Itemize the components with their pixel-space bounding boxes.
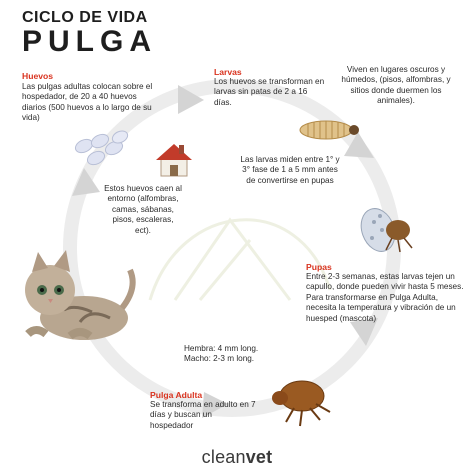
stage-title-adulta: Pulga Adulta xyxy=(150,390,203,400)
stage-title-larvas: Larvas xyxy=(214,67,242,77)
eggs-icon xyxy=(74,130,129,166)
brand-logo: cleanvet xyxy=(0,447,474,468)
note-larvas-size: Las larvas miden entre 1° y 3° fase de 1… xyxy=(240,155,340,185)
cycle-arrow-top xyxy=(178,85,204,114)
stage-text-huevos: Las pulgas adultas colocan sobre el hosp… xyxy=(22,82,153,123)
brand-logo-bold: vet xyxy=(245,447,273,467)
title-line-2: PULGA xyxy=(22,25,157,58)
note-adult-sizes: Hembra: 4 mm long. Macho: 2-3 m long. xyxy=(184,344,259,364)
adult-flea-icon xyxy=(272,380,331,427)
cycle-arrow-right xyxy=(350,318,378,346)
house-icon xyxy=(156,144,192,177)
cycle-arrow-top-right xyxy=(344,132,374,158)
cycle-arrow-bottom xyxy=(202,392,228,418)
stage-title-pupas: Pupas xyxy=(306,262,332,272)
cycle-ring xyxy=(63,79,401,417)
stage-text-pupas: Entre 2-3 semanas, estas larvas tejen un… xyxy=(306,272,464,323)
note-eggs-environment: Estos huevos caen al entorno (alfombras,… xyxy=(104,184,182,235)
pupa-cocoon-icon xyxy=(360,208,413,253)
larva-icon xyxy=(299,120,359,140)
note-larvas-habitat: Viven en lugares oscuros y húmedos, (pis… xyxy=(341,65,451,106)
kitten-image xyxy=(25,250,136,340)
stage-title-huevos: Huevos xyxy=(22,71,54,81)
flea-watermark xyxy=(148,217,332,301)
stage-text-adulta: Se transforma en adulto en 7 días y busc… xyxy=(150,400,256,430)
stage-text-larvas: Los huevos se transforman en larvas sin … xyxy=(214,77,325,107)
cycle-arrow-left xyxy=(72,168,100,196)
title-line-1: CICLO DE VIDA xyxy=(22,9,148,26)
brand-logo-light: clean xyxy=(201,447,246,467)
